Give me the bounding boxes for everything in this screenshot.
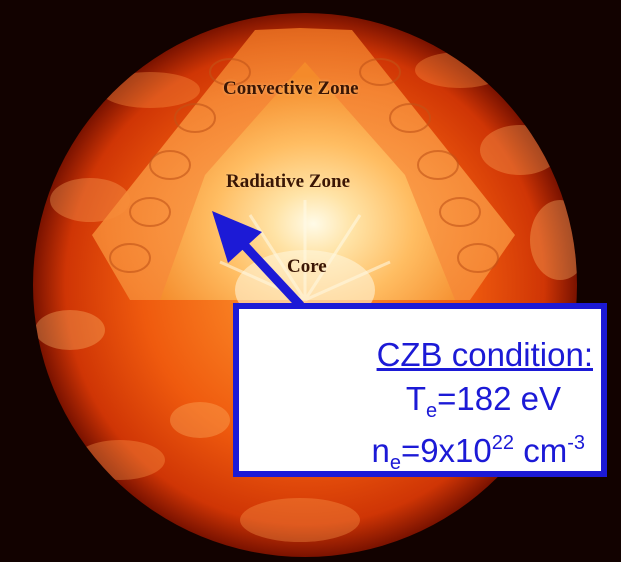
radiative-zone-label: Radiative Zone — [226, 171, 351, 192]
arrow — [212, 211, 305, 310]
te-subscript: e — [426, 400, 438, 422]
ne-symbol: n — [371, 432, 390, 469]
ne-unit: cm — [514, 432, 568, 469]
te-symbol: T — [405, 380, 426, 417]
ne-value: =9x10 — [400, 432, 492, 469]
ne-unit-exponent: -3 — [567, 432, 585, 454]
czb-condition-title: CZB condition: — [376, 336, 593, 373]
convection-cells — [109, 58, 499, 273]
core-label: Core — [287, 256, 327, 277]
electron-density: ne=9x1022 cm-3 — [371, 423, 585, 483]
czb-condition-box: CZB condition: Te=182 eV ne=9x1022 cm-3 — [233, 303, 607, 477]
te-value: =182 eV — [437, 380, 561, 417]
electron-temperature: Te=182 eV — [406, 379, 561, 431]
convective-zone-label: Convective Zone — [223, 78, 359, 99]
ne-exponent: 22 — [491, 432, 515, 454]
ne-subscript: e — [389, 452, 401, 474]
